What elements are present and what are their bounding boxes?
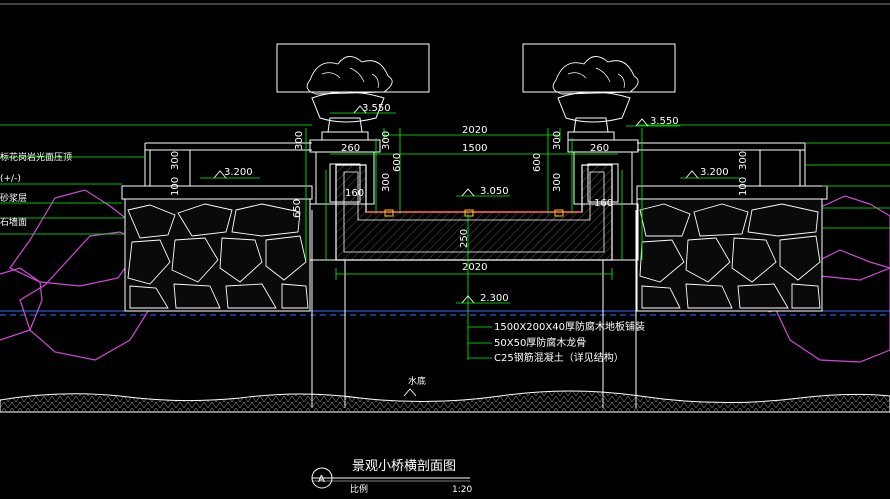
level-water: 2.300 [480,293,509,304]
section-mark: A [318,474,325,485]
right-planter [522,43,676,141]
dim-slab-250: 250 [459,229,470,248]
note-water-bottom: 水底 [408,375,426,387]
dim-left-300b: 300 [381,131,392,150]
dim-left-300c: 300 [381,173,392,192]
right-stone-wall [636,198,823,312]
dim-right-300b: 300 [552,173,563,192]
bridge-slab [335,164,613,261]
note-joists: 50X50厚防腐木龙骨 [494,336,586,349]
callout-mortar: 砂浆层 [0,192,27,204]
level-bridge-deck: 3.050 [480,186,509,197]
scale-label: 比例 [350,483,368,495]
note-deck-boards: 1500X200X40厚防腐木地板铺装 [494,320,645,333]
dim-right-outer-100: 100 [738,177,749,196]
dim-inner-span: 1500 [462,143,487,154]
dimension-lines [0,112,890,360]
left-planter [276,43,430,141]
level-top-right: 3.550 [650,116,679,127]
riverbed [0,390,890,413]
level-deck-left: 3.200 [224,167,253,178]
dim-curb-left: 160 [345,188,364,199]
water-surface [0,310,890,316]
dim-left-650: 650 [292,199,303,218]
title-block: A 景观小桥横剖面图 比例 1:20 [311,459,472,495]
dim-right-outer-300: 300 [738,151,749,170]
dim-curb-right: 160 [594,198,613,209]
note-concrete: C25钢筋混凝土（详见结构） [494,351,624,364]
dim-bottom-span: 2020 [462,262,487,273]
dim-left-outer-100: 100 [170,177,181,196]
level-markers [213,105,699,397]
left-stone-wall [124,198,311,312]
right-railing [636,142,828,200]
callout-paren: (+/-) [0,174,21,184]
dim-left-300a: 300 [294,131,305,150]
left-railing [121,142,313,200]
dim-left-600: 600 [392,153,403,172]
level-top-left: 3.550 [362,103,391,114]
scale-value: 1:20 [452,485,472,495]
dim-top-span: 2020 [462,125,487,136]
callout-stone-face: 石墙面 [0,216,27,228]
level-deck-right: 3.200 [700,167,729,178]
dim-post-right: 260 [590,143,609,154]
dim-right-600: 600 [532,153,543,172]
dim-left-outer-300: 300 [170,151,181,170]
dim-post-left: 260 [341,143,360,154]
dim-right-300a: 300 [552,131,563,150]
callout-coping: 标花岗岩光面压顶 [0,151,72,163]
left-pier [309,139,381,408]
drawing-title: 景观小桥横剖面图 [352,459,456,474]
